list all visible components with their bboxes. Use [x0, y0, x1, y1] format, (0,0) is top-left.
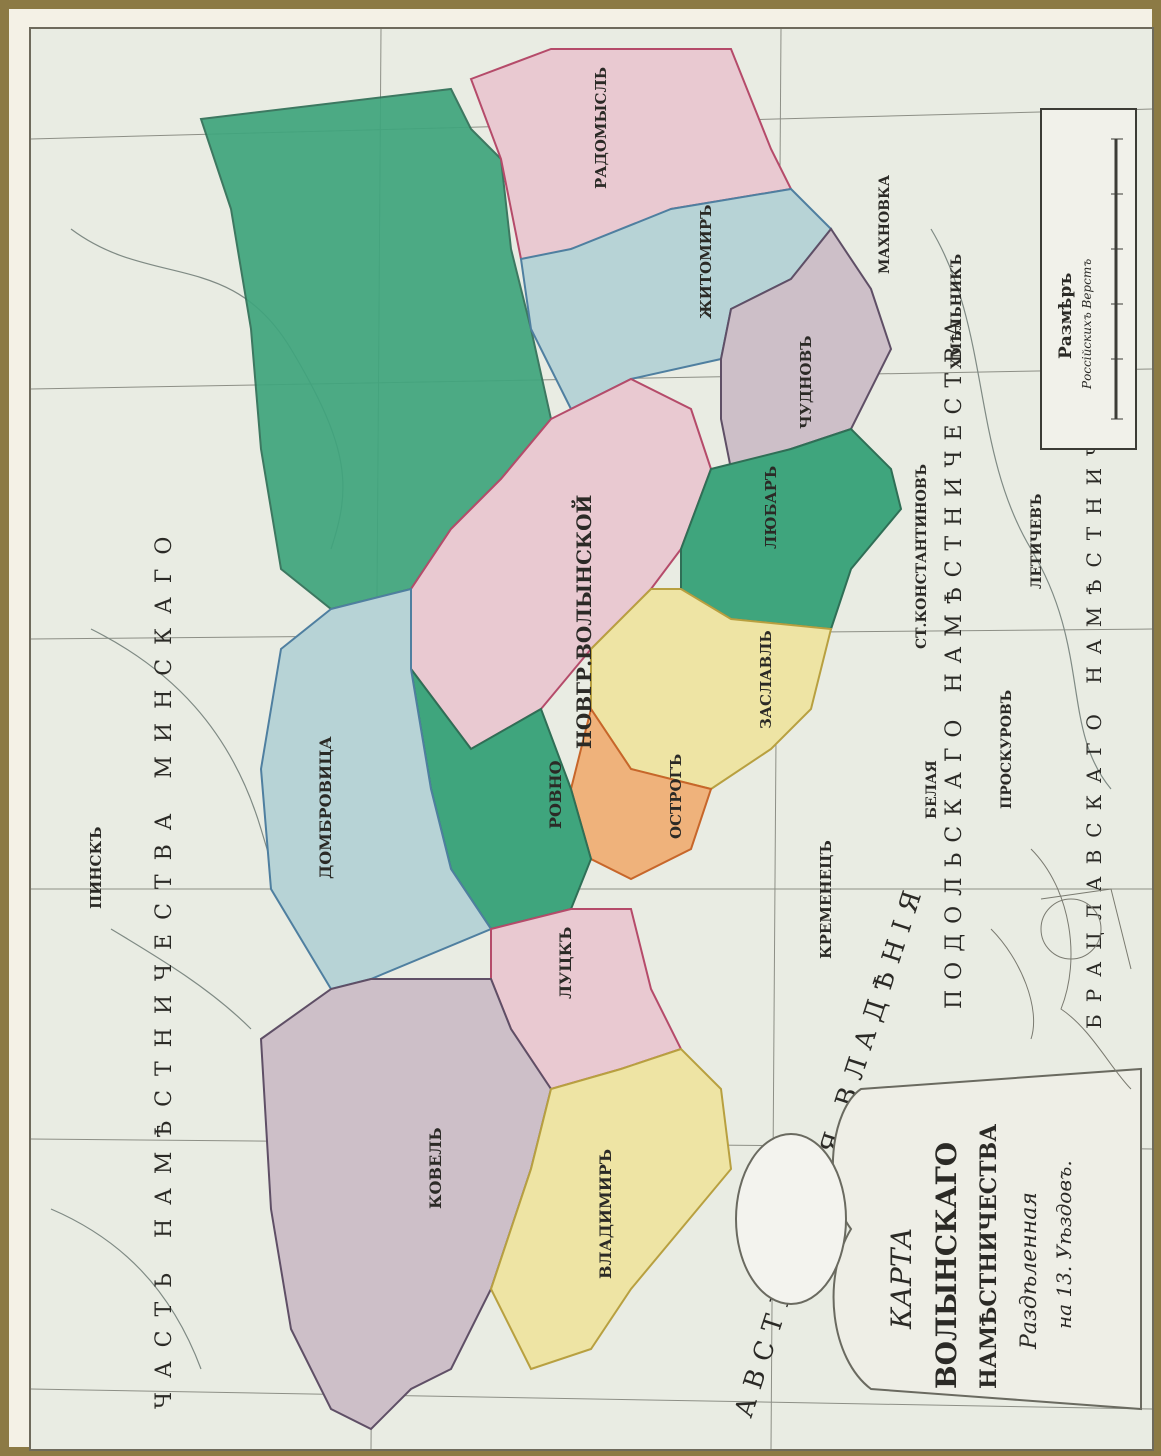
town-labels: ПИНСКЪ МАХНОВКА ХМѢЛЬНИКЪ ЛЕТИЧЕВЪ ПРОСК…	[87, 174, 1045, 909]
town-pinsk: ПИНСКЪ	[87, 827, 105, 909]
district-dombrovica	[259, 587, 493, 991]
town-belaya: БЕЛАЯ	[924, 760, 940, 819]
district-chudnov	[720, 227, 893, 471]
label-dombrovica: ДОМБРОВИЦА	[316, 736, 335, 879]
map-sheet: ВЛАДИМИРЪ КОВЕЛЬ ЛУЦКЪ РОВНО ДОМБРОВИЦА …	[29, 27, 1154, 1451]
label-lyubar: ЛЮБАРЪ	[762, 466, 780, 549]
districts	[199, 48, 903, 1431]
cartouche-line-3: НАМѢСТНИЧЕСТВА	[976, 1124, 1002, 1389]
town-proskurov: ПРОСКУРОВЪ	[999, 690, 1015, 809]
label-zaslavl: ЗАСЛАВЛЬ	[757, 630, 775, 729]
town-khmelnik: ХМѢЛЬНИКЪ	[949, 254, 965, 369]
engraving-vignette	[990, 848, 1132, 1090]
cartouche-line-4: Раздѣленная	[1017, 1192, 1042, 1350]
district-labels: ВЛАДИМИРЪ КОВЕЛЬ ЛУЦКЪ РОВНО ДОМБРОВИЦА …	[316, 67, 835, 1279]
district-kovel	[259, 978, 553, 1431]
label-ostrog: ОСТРОГЪ	[667, 754, 685, 839]
district-vladimir	[489, 1047, 733, 1371]
label-vladimir: ВЛАДИМИРЪ	[596, 1149, 615, 1279]
label-chudnov: ЧУДНОВЪ	[797, 336, 815, 429]
label-kremenec: КРЕМЕНЕЦЪ	[817, 840, 835, 959]
label-minsk-part: ЧАСТЬ НАМѢСТНИЧЕСТВА МИНСКАГО	[152, 523, 177, 1409]
label-rovno: РОВНО	[546, 760, 565, 829]
district-lyubar	[680, 427, 903, 631]
cartouche-medallion	[735, 1133, 847, 1305]
scale-subtitle: Россійскихъ Верстъ	[1080, 259, 1094, 390]
cartouche-line-1: КАРТА	[885, 1227, 918, 1330]
label-radomysl: РАДОМЫСЛЬ	[592, 67, 610, 189]
town-makhnovka: МАХНОВКА	[877, 174, 893, 274]
town-konstantinov: СТ.КОНСТАНТИНОВЪ	[914, 464, 930, 649]
label-podolsk: ПОДОЛЬСКАГО НАМѢСТНИЧЕСТВА	[942, 310, 967, 1009]
volhynia-map: ВЛАДИМИРЪ КОВЕЛЬ ЛУЦКЪ РОВНО ДОМБРОВИЦА …	[31, 29, 1152, 1449]
label-kovel: КОВЕЛЬ	[426, 1127, 445, 1209]
town-letichev: ЛЕТИЧЕВЪ	[1029, 494, 1045, 589]
label-novograd: НОВГР.ВОЛЫНСКОЙ	[570, 495, 596, 749]
cartouche-line-5: на 13. Уѣздовъ.	[1052, 1160, 1076, 1329]
scale-title: Размѣръ	[1056, 273, 1076, 359]
scale-ticks	[1111, 138, 1123, 420]
scale-box: Размѣръ Россійскихъ Верстъ	[1040, 108, 1137, 450]
cartouche: КАРТА ВОЛЫНСКАГО НАМѢСТНИЧЕСТВА Раздѣлен…	[735, 1067, 1142, 1411]
label-lutsk: ЛУЦКЪ	[556, 927, 575, 999]
cartouche-line-2: ВОЛЫНСКАГО	[930, 1142, 963, 1389]
label-zhitomir: ЖИТОМИРЪ	[697, 205, 715, 320]
